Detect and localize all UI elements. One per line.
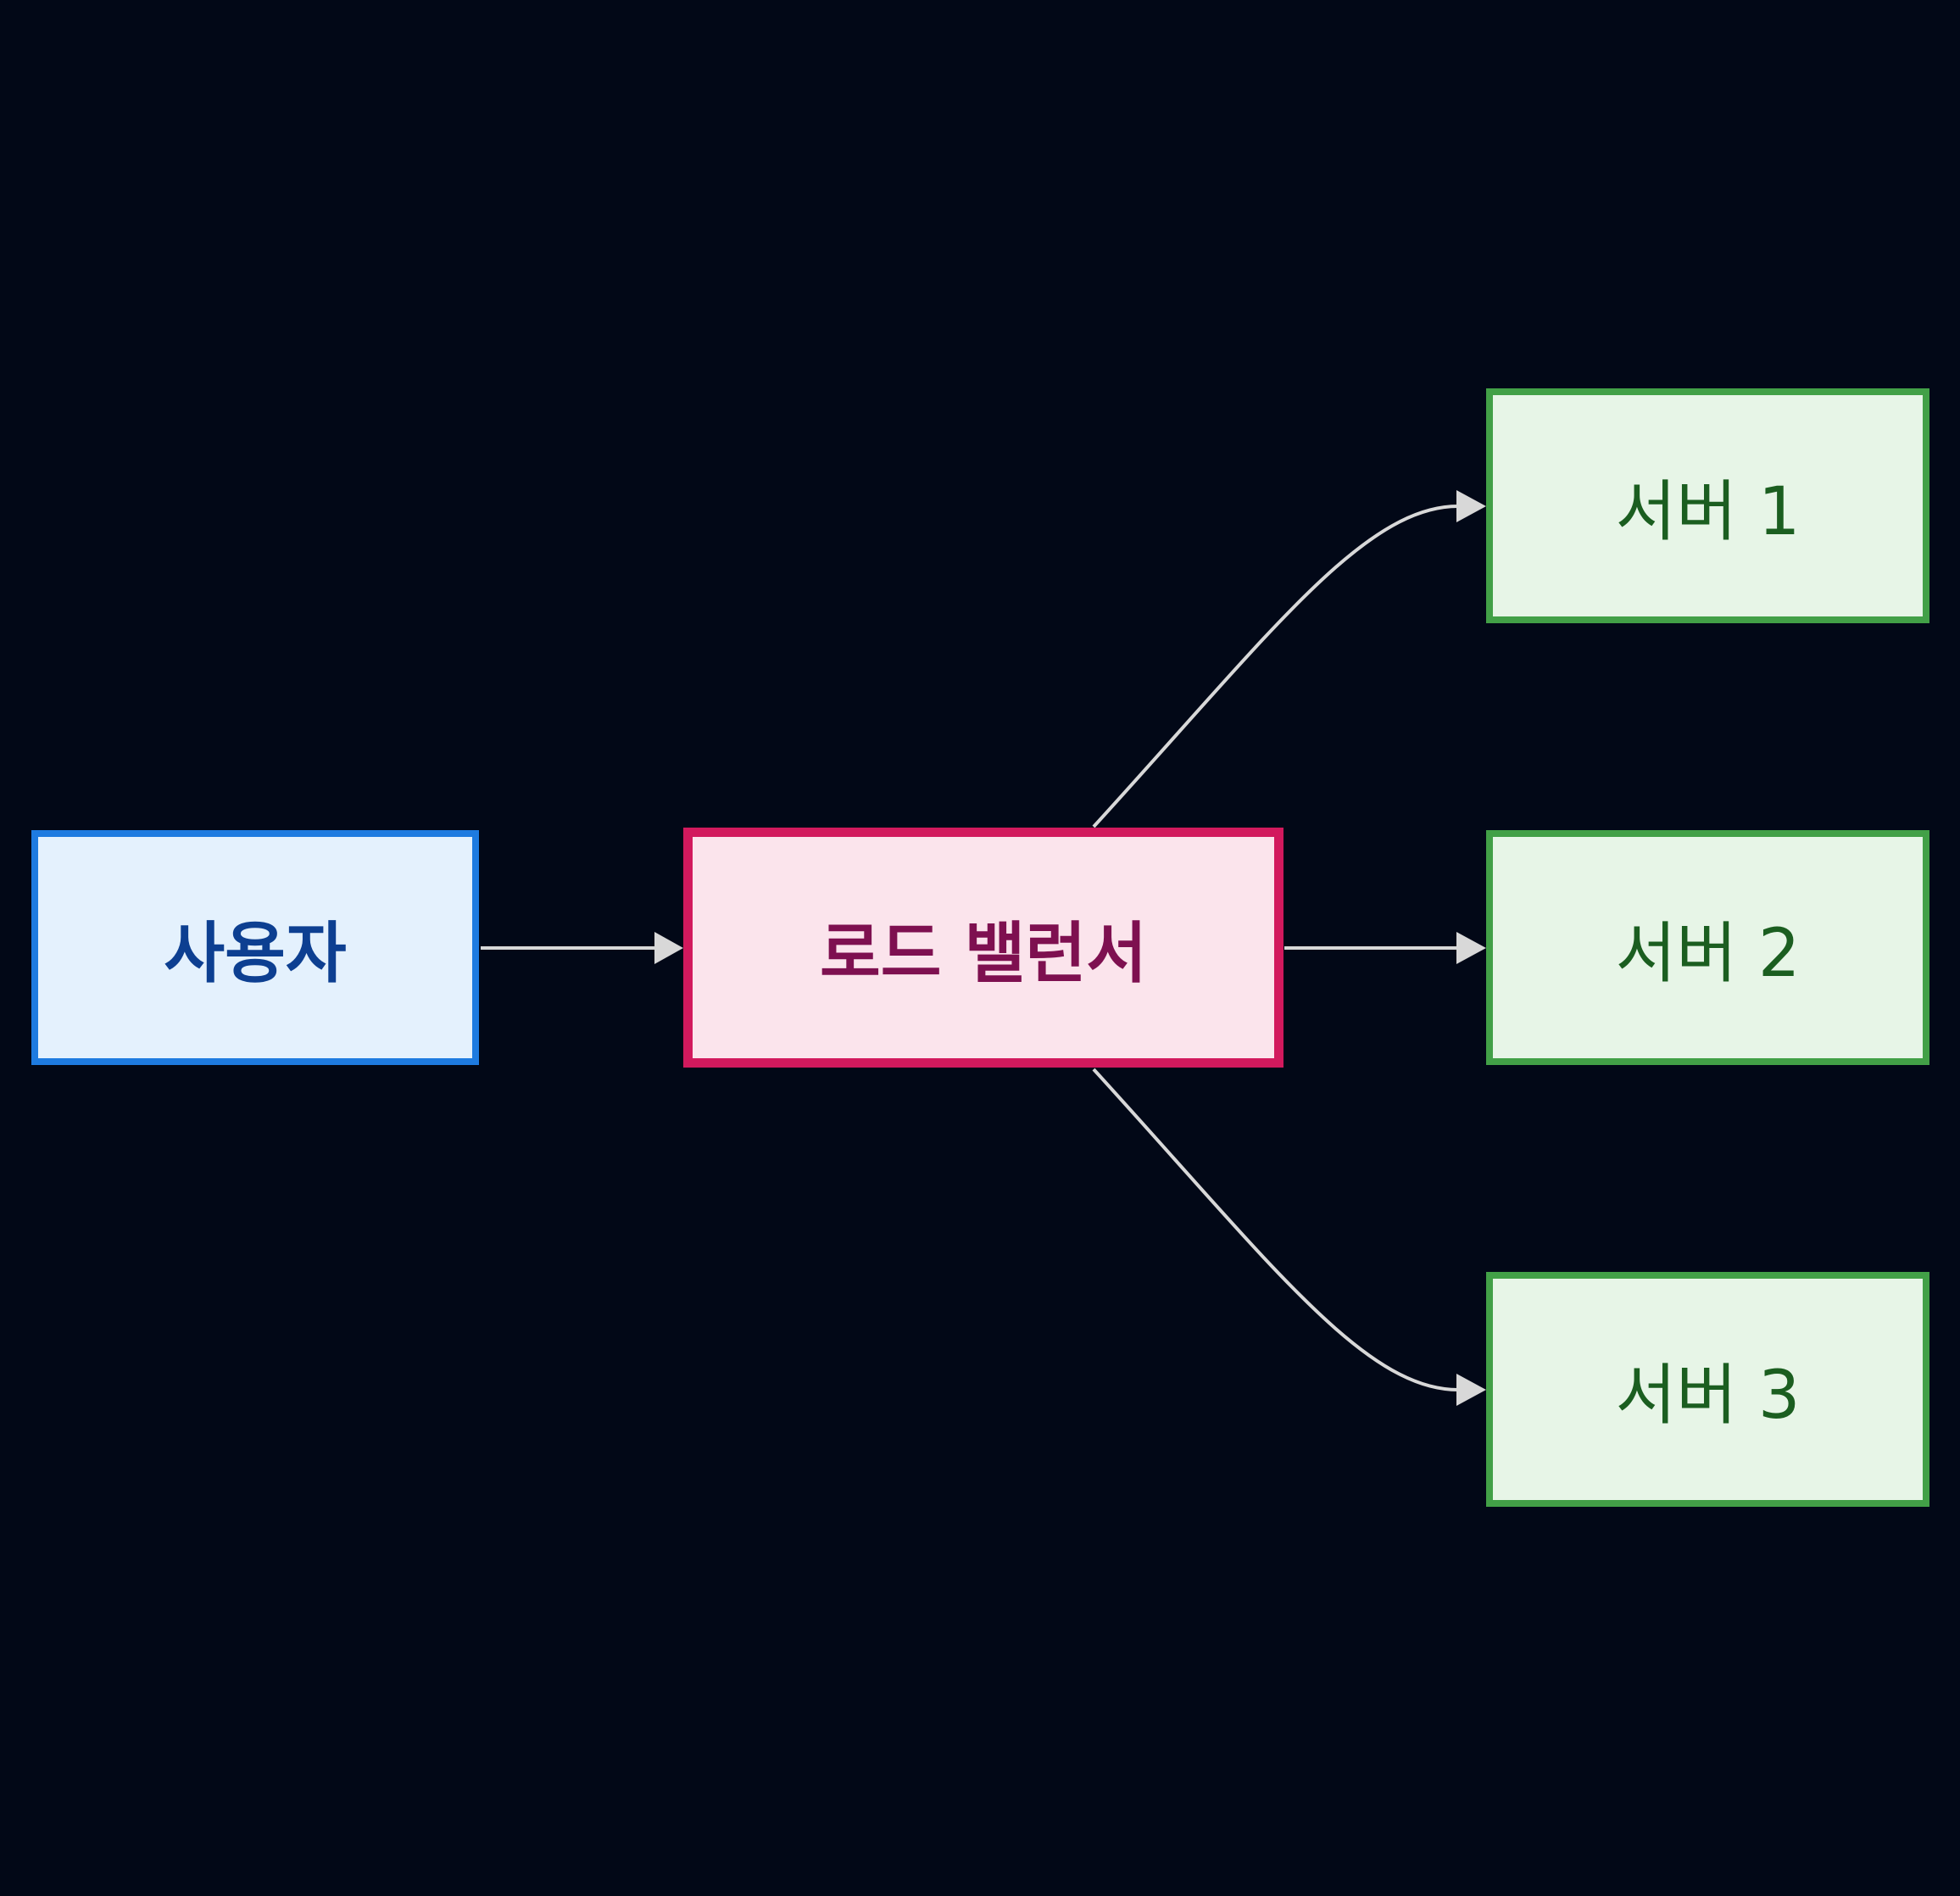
user-node-label: 사용자	[164, 915, 347, 992]
edge-load-balancer-to-server-1	[1092, 505, 1459, 828]
server-2-node: 서버 2	[1486, 830, 1929, 1065]
arrowhead-user-to-load-balancer	[654, 932, 683, 964]
arrowhead-load-balancer-to-server-1	[1456, 490, 1486, 522]
server-2-node-label: 서버 2	[1615, 915, 1801, 992]
arrowhead-load-balancer-to-server-3	[1456, 1374, 1486, 1406]
arrowhead-load-balancer-to-server-2	[1456, 932, 1486, 964]
server-3-node: 서버 3	[1486, 1272, 1929, 1507]
edge-load-balancer-to-server-3	[1092, 1068, 1459, 1391]
server-3-node-label: 서버 3	[1615, 1357, 1801, 1434]
load-balancer-node-label: 로드 밸런서	[820, 915, 1147, 992]
load-balancer-node: 로드 밸런서	[683, 828, 1283, 1068]
server-1-node: 서버 1	[1486, 388, 1929, 623]
user-node: 사용자	[31, 830, 479, 1065]
server-1-node-label: 서버 1	[1615, 473, 1801, 550]
